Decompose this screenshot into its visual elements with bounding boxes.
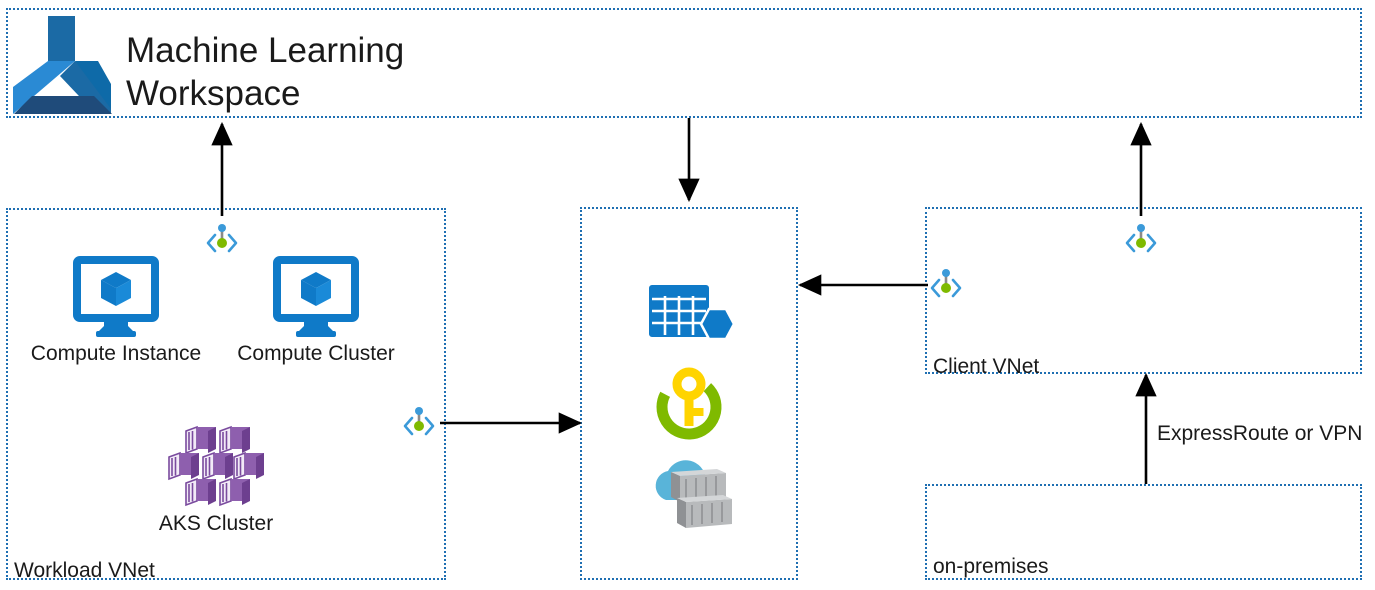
on-premises-box <box>925 484 1362 580</box>
express-route-or-vpn-label: ExpressRoute or VPN <box>1157 422 1363 445</box>
workload-vnet-label: Workload VNet <box>14 559 155 582</box>
workspace-title-line2: Workspace <box>126 74 301 113</box>
azure-key-vault-icon <box>650 367 728 440</box>
private-endpoint-icon-client-resources <box>929 267 963 303</box>
azure-machine-learning-icon <box>8 14 112 114</box>
private-endpoint-icon-workload-resources <box>402 405 436 441</box>
on-premises-label: on-premises <box>933 555 1049 578</box>
azure-storage-icon <box>647 283 736 349</box>
aks-cluster-icon <box>168 425 265 507</box>
client-vnet-label: Client VNet <box>933 355 1040 378</box>
workspace-title-line1: Machine Learning <box>126 31 405 70</box>
compute-instance-label: Compute Instance <box>30 342 202 365</box>
resources-container-box <box>580 207 798 580</box>
private-endpoint-icon-client-workspace <box>1124 222 1158 258</box>
azure-container-registry-icon <box>646 458 738 530</box>
private-endpoint-icon-workspace-workload <box>205 222 239 258</box>
aks-cluster-label: AKS Cluster <box>158 512 274 535</box>
workspace-container-box <box>6 8 1362 118</box>
compute-instance-icon <box>73 256 159 338</box>
workload-vnet-box <box>6 208 446 580</box>
compute-cluster-icon <box>273 256 359 338</box>
compute-cluster-label: Compute Cluster <box>237 342 395 365</box>
